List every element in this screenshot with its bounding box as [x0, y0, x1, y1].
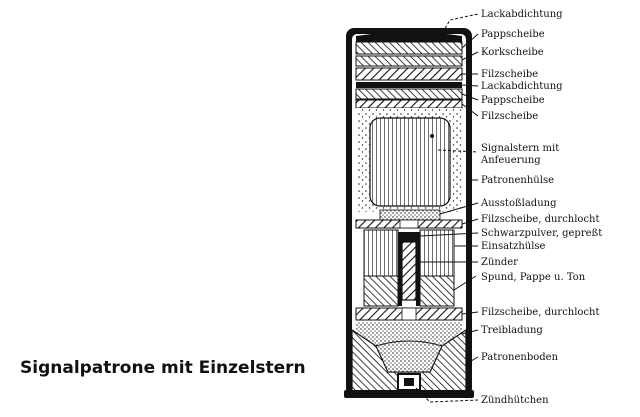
leader-6: [461, 93, 479, 101]
top-cardboard-disc: [355, 41, 463, 55]
second-lacquer-seal: [356, 82, 462, 88]
label-felt-disc-top: Filzscheibe: [481, 69, 538, 80]
base-cavity: [375, 340, 443, 373]
felt-disc-hole: [399, 219, 419, 229]
signal-star: [369, 117, 451, 207]
leader-7: [461, 103, 479, 117]
label-cork-disc: Korkscheibe: [481, 47, 544, 58]
leader-17: [461, 329, 479, 335]
diagram-title: Signalpatrone mit Einzelstern: [20, 358, 306, 378]
leader-lines: [415, 13, 479, 403]
leader-1: [439, 13, 479, 38]
label-cardboard-disc-top: Pappscheibe: [481, 29, 545, 40]
base-rim: [344, 390, 474, 398]
leader-19: [415, 387, 479, 403]
labels: Lackabdichtung Pappscheibe Korkscheibe F…: [480, 9, 602, 406]
fuse-channel-right: [416, 242, 420, 306]
leader-3: [461, 51, 479, 61]
label-perforated-felt-lower: Filzscheibe, durchlocht: [481, 307, 600, 318]
ejection-charge: [379, 209, 441, 221]
black-powder-cap: [398, 232, 420, 242]
felt-disc-hole-lower: [401, 307, 417, 321]
second-cardboard-disc: [355, 88, 463, 100]
label-ejection-charge: Ausstoßladung: [480, 198, 557, 209]
label-perforated-felt-upper: Filzscheibe, durchlocht: [481, 214, 600, 225]
star-ignition-point: [430, 134, 434, 138]
leader-15: [453, 275, 477, 291]
felt-disc-top: [355, 67, 463, 81]
label-spund: Spund, Pappe u. Ton: [481, 272, 586, 283]
top-lacquer-seal: [356, 32, 462, 42]
spund-right: [419, 275, 455, 307]
label-cartridge-base: Patronenboden: [481, 352, 559, 363]
cartridge: [344, 28, 474, 398]
primer-core: [404, 378, 414, 386]
leader-5: [461, 84, 479, 87]
fuse: [401, 241, 417, 301]
leader-2: [461, 33, 479, 49]
label-signal-star: Signalstern mit: [481, 143, 559, 154]
leader-11: [461, 218, 479, 225]
label-cartridge-case: Patronenhülse: [481, 175, 554, 186]
leader-18: [465, 356, 479, 365]
fuse-channel: [398, 242, 402, 306]
label-lacquer-seal-second: Lackabdichtung: [481, 81, 563, 92]
leader-12: [419, 232, 479, 237]
felt-disc-second: [355, 99, 463, 109]
label-insert-sleeve: Einsatzhülse: [481, 241, 546, 252]
label-felt-disc-second: Filzscheibe: [481, 111, 538, 122]
label-ignition: Anfeuerung: [480, 155, 541, 166]
leader-16: [461, 311, 479, 315]
leader-8: [437, 149, 479, 153]
cork-disc: [355, 55, 463, 67]
label-fuse: Zünder: [481, 257, 518, 268]
label-lacquer-seal-top: Lackabdichtung: [481, 9, 563, 20]
label-propellant: Treibladung: [481, 325, 543, 336]
label-cardboard-disc-second: Pappscheibe: [481, 95, 545, 106]
spund-left: [363, 275, 399, 307]
leader-10: [439, 202, 479, 215]
label-black-powder: Schwarzpulver, gepreßt: [481, 228, 602, 239]
label-primer: Zündhütchen: [481, 395, 549, 406]
